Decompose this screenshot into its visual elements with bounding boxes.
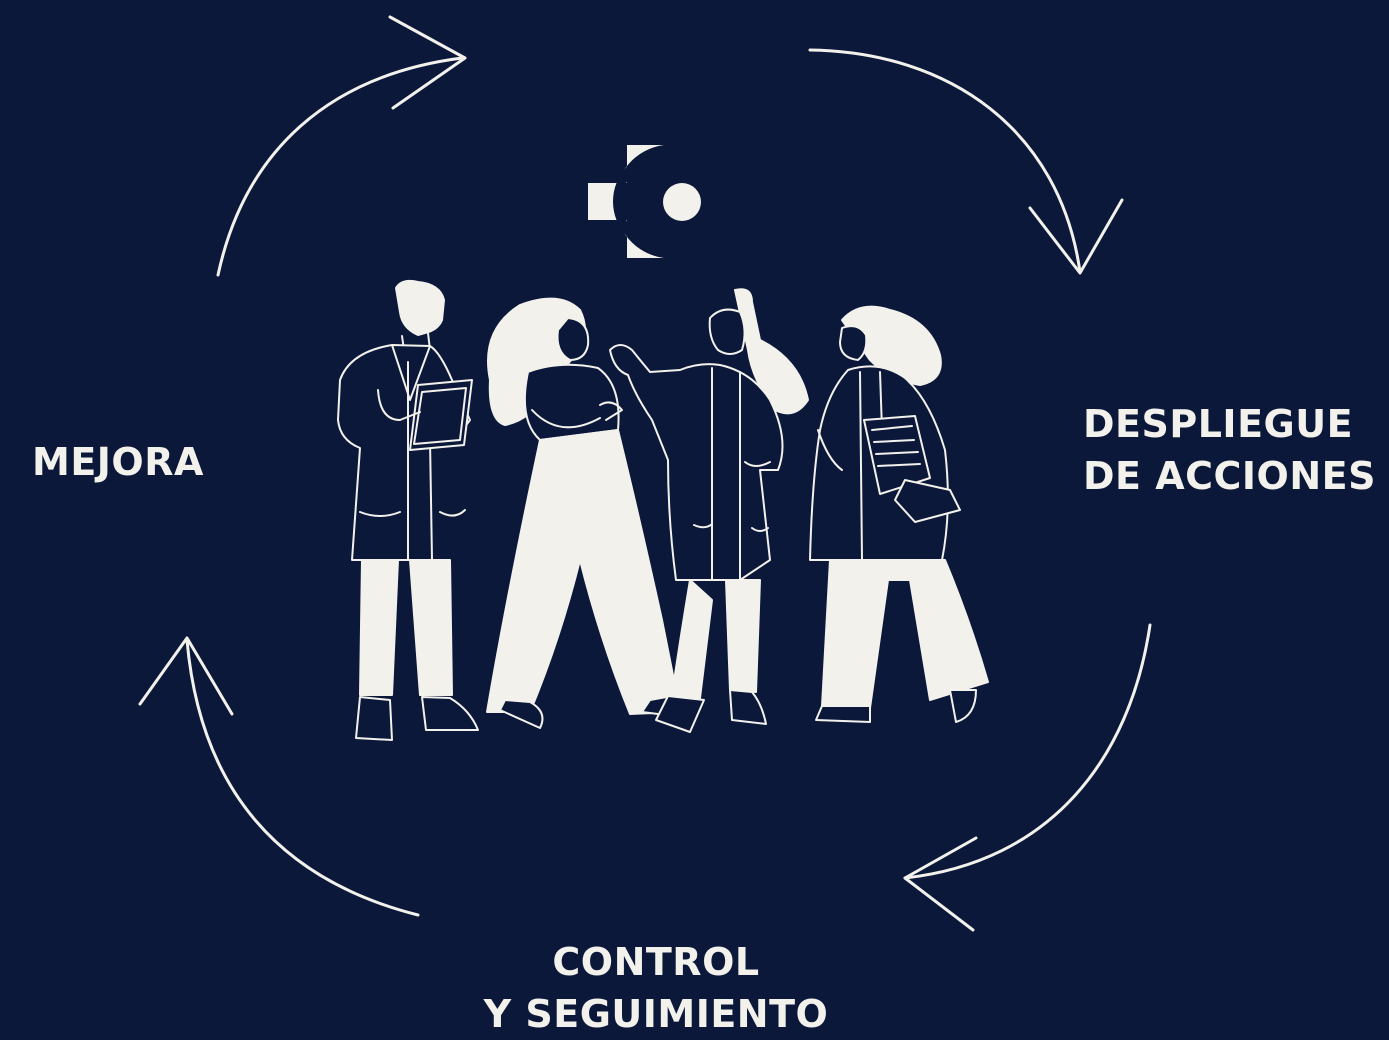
arrow-bottom-right-icon [903, 623, 1152, 932]
person-woman-pants [486, 297, 692, 729]
person-woman-clipboard [809, 305, 989, 723]
arrow-bottom-left-icon [138, 636, 420, 917]
person-man-tablet [337, 279, 479, 741]
stage-label-despliegue: DESPLIEGUE DE ACCIONES [1083, 398, 1376, 502]
stage-label-line: DE ACCIONES [1083, 454, 1376, 498]
cross-circle-logo-icon [588, 145, 701, 258]
stage-label-line: MEJORA [32, 440, 204, 484]
professionals-illustration [337, 279, 989, 741]
arrow-top-right-icon [808, 48, 1124, 275]
stage-label-line: DESPLIEGUE [1083, 402, 1354, 446]
person-woman-bun [609, 288, 809, 733]
stage-label-line: CONTROL [552, 940, 760, 984]
stage-label-control: CONTROL Y SEGUIMIENTO [446, 936, 866, 1040]
stage-label-line: Y SEGUIMIENTO [483, 992, 829, 1036]
stage-label-mejora: MEJORA [32, 436, 204, 488]
arrow-top-left-icon [216, 15, 467, 277]
